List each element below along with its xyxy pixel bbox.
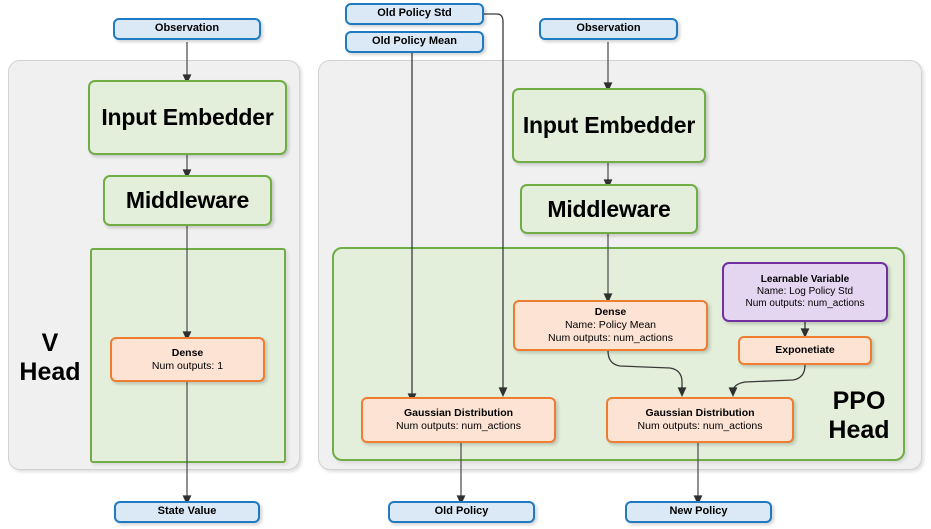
module-input-embedder-left-label: Input Embedder: [101, 104, 274, 131]
io-observation-left[interactable]: Observation: [113, 18, 261, 40]
v-head-caption-line1: V: [41, 329, 59, 357]
module-input-embedder-right-label: Input Embedder: [522, 112, 696, 139]
op-dense-left[interactable]: Dense Num outputs: 1: [110, 337, 265, 382]
op-dense-policy-mean-title: Dense: [594, 306, 627, 319]
op-gaussian-distribution-old[interactable]: Gaussian Distribution Num outputs: num_a…: [361, 397, 556, 443]
module-input-embedder-right[interactable]: Input Embedder: [512, 88, 706, 163]
io-observation-right[interactable]: Observation: [539, 18, 678, 40]
v-head-caption-line2: Head: [19, 357, 81, 386]
ppo-head-caption-line1: PPO: [832, 387, 886, 415]
io-new-policy-label: New Policy: [669, 505, 728, 518]
io-state-value-label: State Value: [157, 505, 217, 518]
op-exponetiate[interactable]: Exponetiate: [738, 336, 872, 365]
op-dense-left-num-outputs: Num outputs: 1: [151, 359, 224, 372]
module-input-embedder-left[interactable]: Input Embedder: [88, 80, 287, 155]
module-middleware-left-label: Middleware: [125, 187, 250, 214]
op-gaussian-new-title: Gaussian Distribution: [645, 407, 755, 420]
op-dense-policy-mean[interactable]: Dense Name: Policy Mean Num outputs: num…: [513, 300, 708, 351]
io-old-policy[interactable]: Old Policy: [388, 501, 535, 523]
op-gaussian-old-num-outputs: Num outputs: num_actions: [396, 420, 521, 432]
var-learnable-name: Name: Log Policy Std: [756, 285, 854, 297]
op-dense-policy-mean-name: Name: Policy Mean: [564, 319, 657, 332]
io-observation-left-label: Observation: [154, 22, 220, 35]
ppo-head-caption: PPO Head: [820, 387, 898, 445]
op-gaussian-old-title: Gaussian Distribution: [403, 407, 514, 420]
v-head-caption: V Head: [12, 329, 88, 387]
var-learnable-num-outputs: Num outputs: num_actions: [745, 298, 865, 310]
io-state-value[interactable]: State Value: [114, 501, 260, 523]
module-middleware-left[interactable]: Middleware: [103, 175, 272, 226]
op-exponetiate-title: Exponetiate: [775, 344, 835, 357]
io-old-policy-mean-label: Old Policy Mean: [372, 35, 457, 48]
io-old-policy-label: Old Policy: [434, 505, 489, 518]
module-middleware-right[interactable]: Middleware: [520, 184, 698, 234]
io-new-policy[interactable]: New Policy: [625, 501, 772, 523]
module-middleware-right-label: Middleware: [547, 195, 671, 222]
io-old-policy-std-label: Old Policy Std: [377, 7, 452, 20]
var-learnable-log-policy-std[interactable]: Learnable Variable Name: Log Policy Std …: [722, 262, 888, 322]
op-dense-policy-mean-num-outputs: Num outputs: num_actions: [548, 331, 673, 344]
io-old-policy-mean[interactable]: Old Policy Mean: [345, 31, 484, 53]
io-old-policy-std[interactable]: Old Policy Std: [345, 3, 484, 25]
op-gaussian-new-num-outputs: Num outputs: num_actions: [637, 420, 763, 432]
var-learnable-title: Learnable Variable: [760, 273, 850, 285]
io-observation-right-label: Observation: [576, 22, 641, 35]
ppo-head-caption-line2: Head: [828, 415, 890, 444]
op-gaussian-distribution-new[interactable]: Gaussian Distribution Num outputs: num_a…: [606, 397, 794, 443]
op-dense-left-title: Dense: [171, 346, 204, 359]
